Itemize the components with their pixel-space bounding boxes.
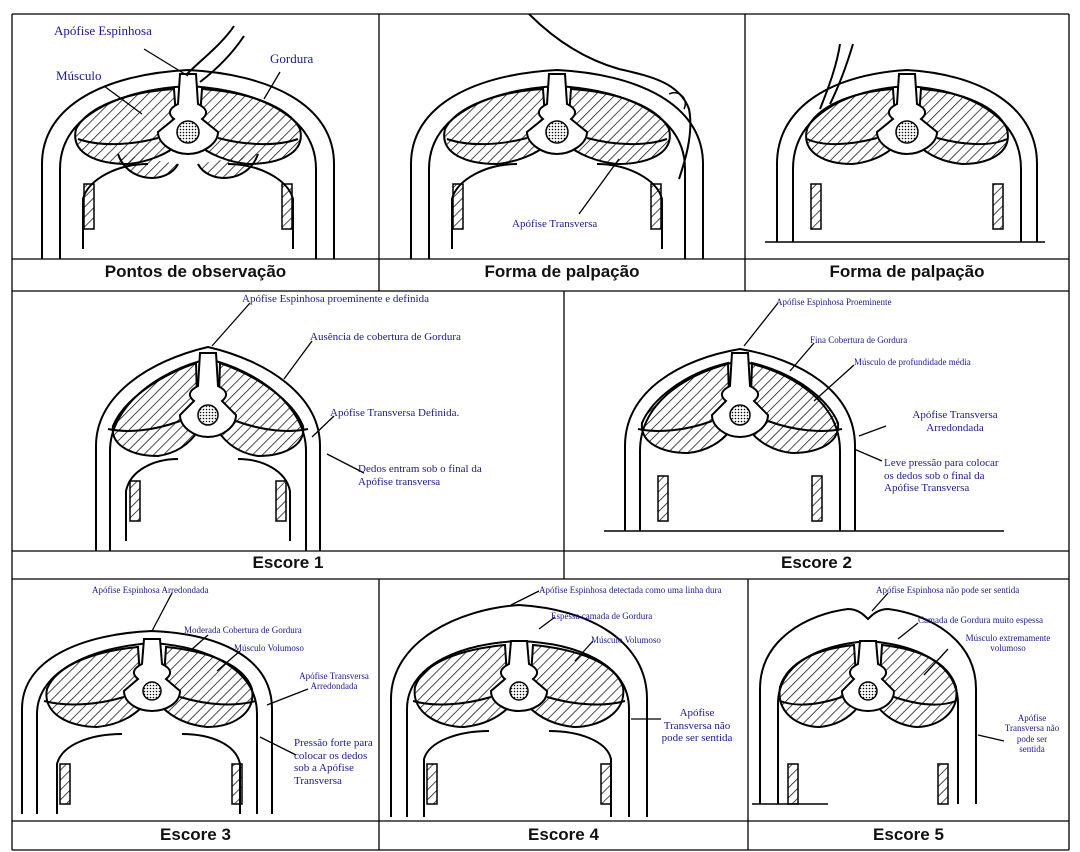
cross-section-drawing	[745, 14, 1069, 259]
label-muscle: Músculo extremamente volumoso	[958, 633, 1058, 654]
label-fat-layer: Espessa camada de Gordura	[551, 611, 652, 621]
label-muscle-depth: Músculo de profundidade média	[854, 357, 971, 367]
caption-score-5: Escore 5	[748, 825, 1069, 845]
label-spinous-process: Apófise Espinhosa não pode ser sentida	[876, 585, 1019, 595]
cross-section-drawing	[12, 14, 379, 259]
label-transverse-process: Apófise Transversa Definida.	[330, 407, 459, 420]
panel-score-5: Apófise Espinhosa não pode ser sentida C…	[748, 579, 1069, 821]
panel-palpation-1: Apófise Transversa	[379, 14, 745, 259]
label-muscle: Músculo Volumoso	[234, 643, 304, 653]
label-pressure: Leve pressão para colocar os dedos sob o…	[884, 457, 1004, 495]
panel-score-4: Apófise Espinhosa detectada como uma lin…	[379, 579, 748, 821]
label-muscle: Músculo	[56, 69, 102, 84]
caption-score-3: Escore 3	[12, 825, 379, 845]
label-spinous-process: Apófise Espinhosa Arredondada	[92, 585, 208, 595]
label-fat-coverage: Ausência de cobertura de Gordura	[310, 331, 461, 344]
panel-score-1: Apófise Espinhosa proeminente e definida…	[12, 291, 564, 551]
label-muscle: Músculo Volumoso	[591, 635, 661, 645]
cross-section-drawing	[12, 291, 564, 551]
caption-palpation-2: Forma de palpação	[745, 262, 1069, 282]
label-transverse-process: Apófise Transversa	[512, 218, 597, 231]
caption-observation-points: Pontos de observação	[12, 262, 379, 282]
caption-score-2: Escore 2	[564, 553, 1069, 573]
label-transverse-process: Apófise Transversa não pode ser sentida	[659, 707, 735, 745]
caption-score-4: Escore 4	[379, 825, 748, 845]
label-pressure: Pressão forte para colocar os dedos sob …	[294, 737, 378, 788]
label-spinous-process: Apófise Espinhosa Proeminente	[776, 297, 891, 307]
label-spinous-process: Apófise Espinhosa proeminente e definida	[242, 293, 429, 306]
panel-palpation-2	[745, 14, 1069, 259]
label-fingers: Dedos entram sob o final da Apófise tran…	[358, 463, 488, 488]
label-transverse-process: Apófise Transversa não pode ser sentida	[1004, 713, 1060, 754]
label-spinous-process: Apófise Espinhosa detectada como uma lin…	[539, 585, 721, 595]
label-transverse-process: Apófise Transversa Arredondada	[294, 671, 374, 692]
label-fat-coverage: Moderada Cobertura de Gordura	[184, 625, 302, 635]
label-transverse-process: Apófise Transversa Arredondada	[900, 409, 1010, 434]
caption-palpation-1: Forma de palpação	[379, 262, 745, 282]
label-spinous-process: Apófise Espinhosa	[54, 24, 152, 39]
panel-observation-points: Apófise Espinhosa Músculo Gordura	[12, 14, 379, 259]
caption-score-1: Escore 1	[12, 553, 564, 573]
label-fat-layer: Camada de Gordura muito espessa	[918, 615, 1043, 625]
panel-score-2: Apófise Espinhosa Proeminente Fina Cober…	[564, 291, 1069, 551]
panel-score-3: Apófise Espinhosa Arredondada Moderada C…	[12, 579, 379, 821]
label-fat: Gordura	[270, 52, 313, 67]
label-fat-coverage: Fina Cobertura de Gordura	[810, 335, 907, 345]
